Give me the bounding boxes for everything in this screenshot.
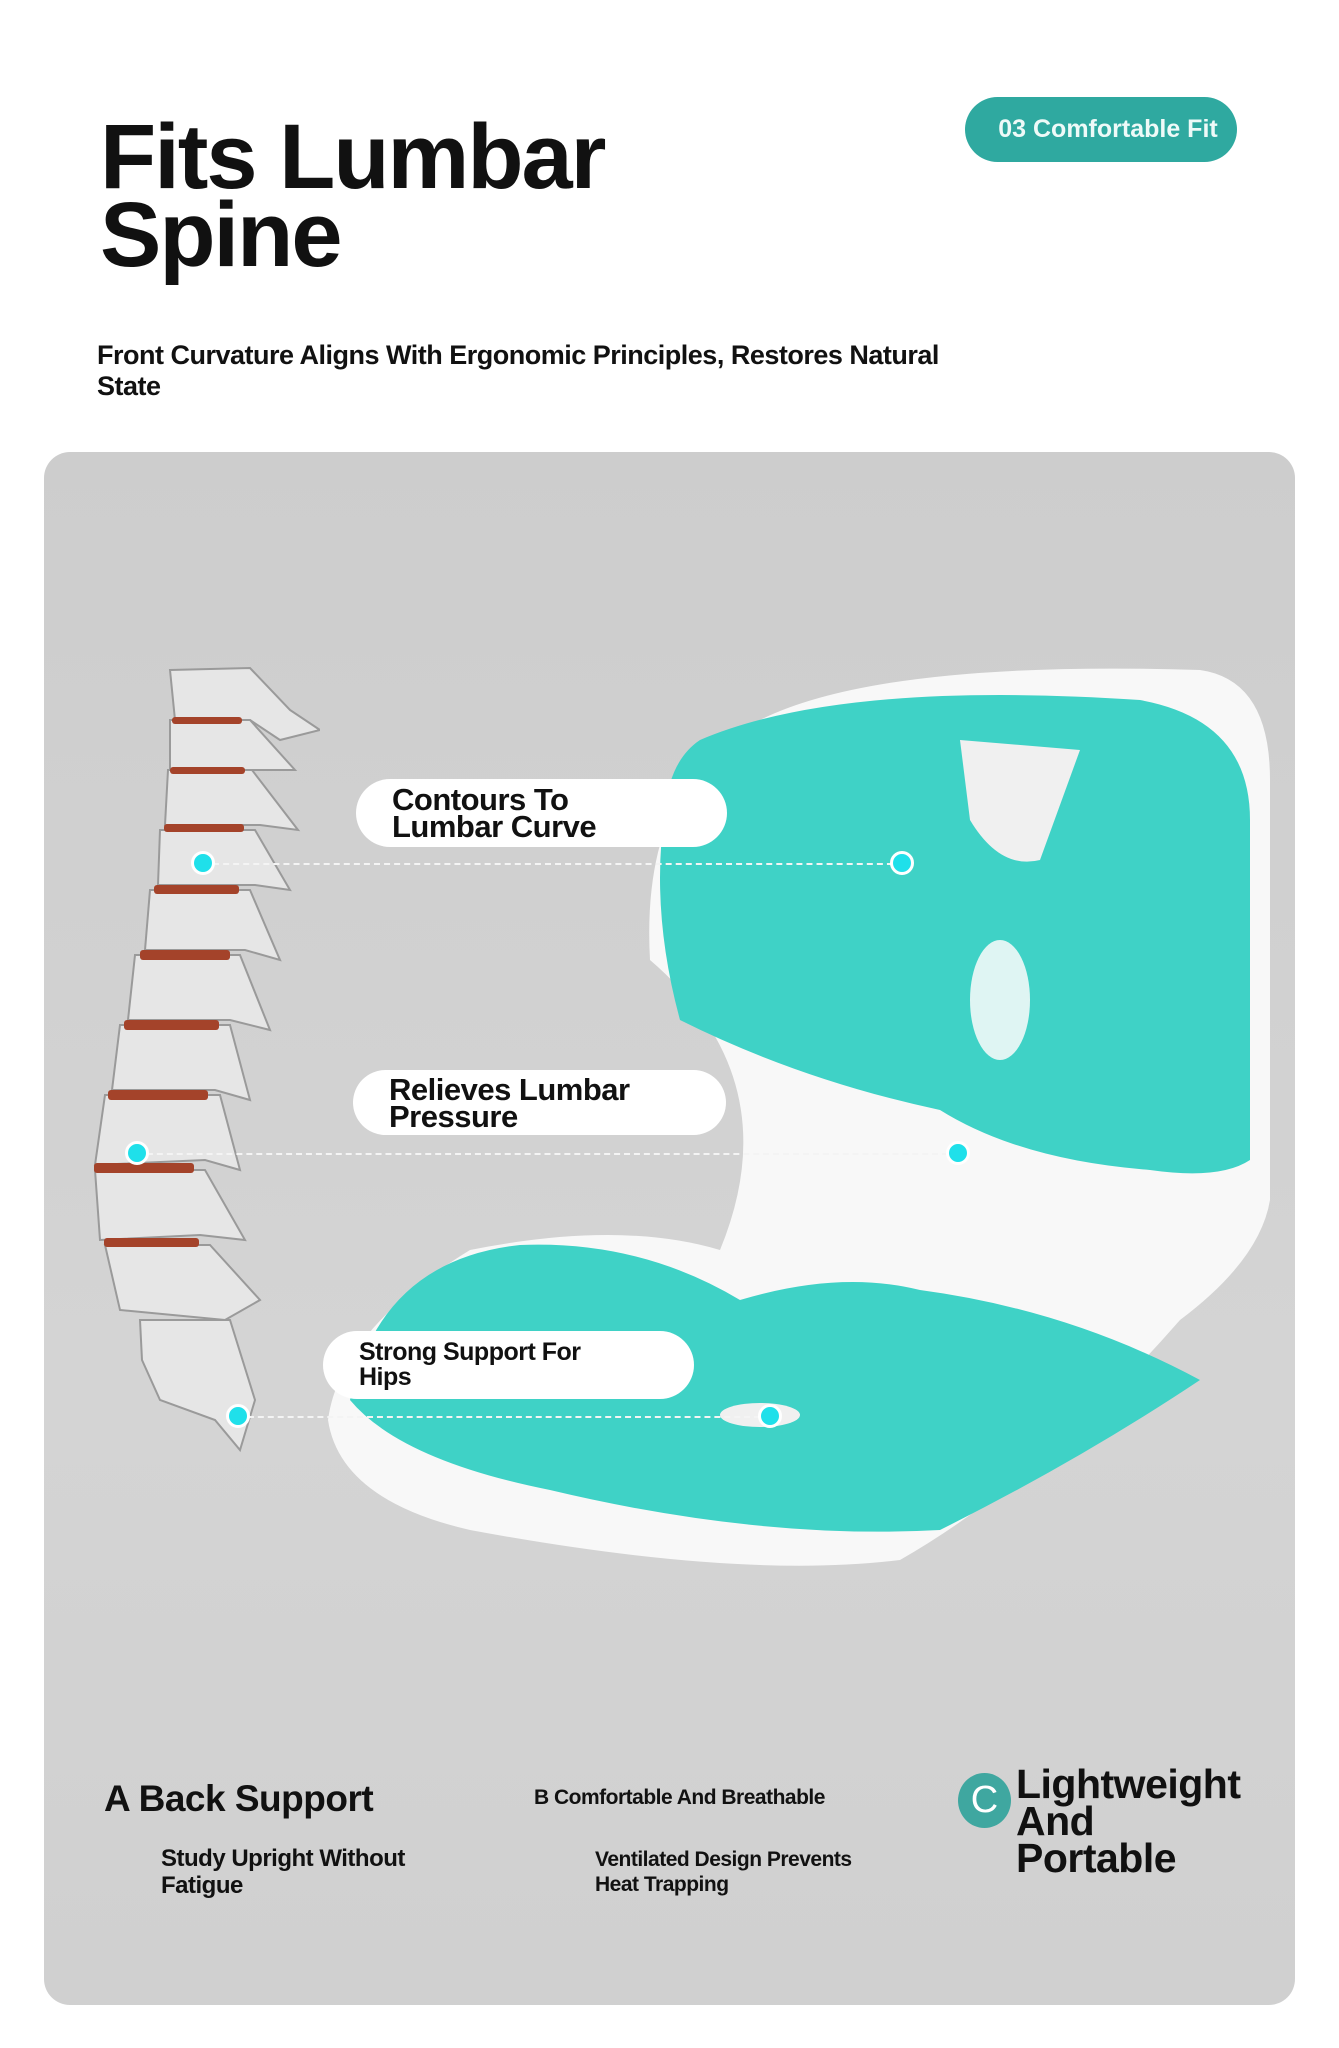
callout-strong-support-hips: Strong Support For Hips [323, 1331, 694, 1399]
title-line: Spine [100, 184, 342, 286]
callout-text: Strong Support For [359, 1338, 581, 1366]
feature-c-title: Lightweight And Portable [1016, 1761, 1241, 1881]
feature-b-title: B Comfortable And Breathable [534, 1786, 825, 1809]
callout-dot [758, 1404, 782, 1428]
desc-line: Study Upright Without [161, 1845, 405, 1872]
title-line: Portable [1016, 1835, 1177, 1881]
callout-dot [890, 851, 914, 875]
title-line: Lightweight [1016, 1761, 1241, 1807]
callout-relieves-lumbar-pressure: Relieves Lumbar Pressure [353, 1070, 726, 1135]
callout-text: Pressure [389, 1098, 518, 1134]
title-line: And [1016, 1798, 1095, 1844]
desc-line: Fatigue [161, 1872, 243, 1899]
page-title: Fits Lumbar Spine [100, 106, 606, 286]
callout-text: Hips [359, 1363, 412, 1391]
callout-dot [226, 1404, 250, 1428]
callout-contours-lumbar-curve: Contours To Lumbar Curve [356, 779, 727, 847]
desc-line: Ventilated Design Prevents [595, 1848, 852, 1871]
callout-dot [946, 1141, 970, 1165]
callout-line [137, 1153, 958, 1155]
callout-line [203, 863, 903, 865]
spine-illustration [93, 666, 320, 1453]
callout-text: Relieves Lumbar [389, 1071, 630, 1107]
feature-b-desc: Ventilated Design Prevents Heat Trapping [595, 1847, 852, 1897]
callout-text: Lumbar Curve [392, 809, 597, 844]
desc-line: Heat Trapping [595, 1873, 729, 1896]
feature-a-desc: Study Upright Without Fatigue [161, 1845, 405, 1899]
callout-line [238, 1416, 770, 1418]
subtitle: Front Curvature Aligns With Ergonomic Pr… [97, 340, 939, 401]
feature-c-letter-icon: C [958, 1773, 1011, 1828]
callout-dot [125, 1141, 149, 1165]
section-badge: 03 Comfortable Fit [965, 97, 1237, 162]
callout-text: Contours To [392, 782, 569, 817]
callout-dot [191, 851, 215, 875]
title-line: Fits Lumbar [100, 106, 606, 208]
feature-a-title: A Back Support [104, 1778, 374, 1819]
letter: C [970, 1779, 999, 1821]
